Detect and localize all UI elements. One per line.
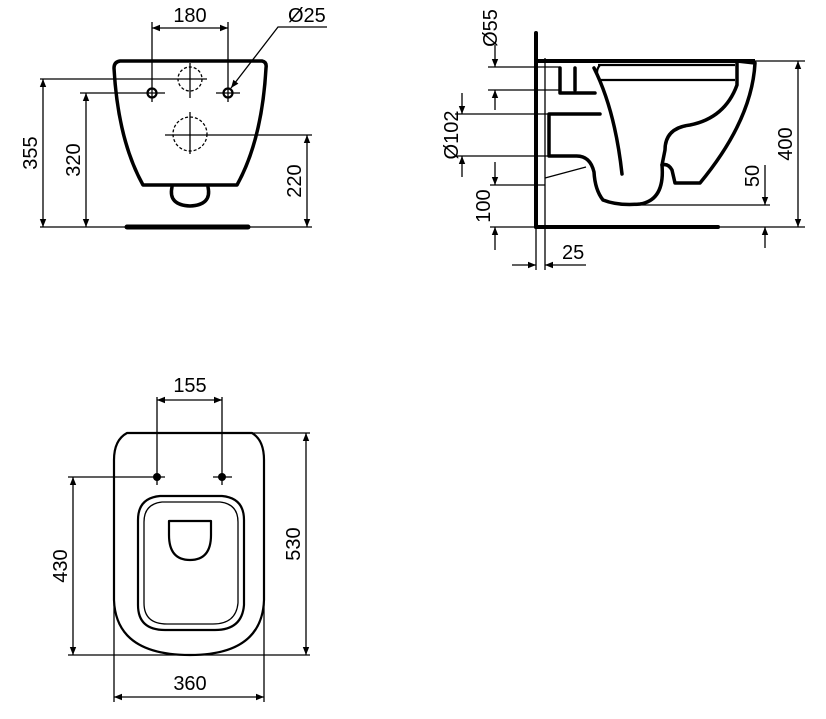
dim-height-top-label: 355 [20, 136, 42, 169]
dim-fixing-spacing-label: 155 [173, 375, 206, 397]
dim-total-length-label: 530 [283, 527, 305, 560]
dim-total-height-label: 400 [775, 127, 797, 160]
top-bowl-outlet [167, 519, 213, 562]
dim-wall-offset-label: 25 [562, 242, 584, 264]
side-seat [595, 63, 735, 82]
top-seat-outline [112, 431, 266, 657]
side-bowl-inner [592, 66, 624, 176]
dim-height-fixing-label: 320 [63, 143, 85, 176]
side-inlet-connector [558, 66, 597, 95]
dim-inlet-diameter-label: Ø55 [480, 9, 502, 47]
dim-outlet-diameter-label: Ø102 [441, 111, 463, 160]
dim-hole-diameter-label: Ø25 [288, 5, 326, 27]
front-trap-outline [169, 185, 211, 208]
front-view: 180 Ø25 355 320 220 [20, 5, 327, 230]
dim-hole-spacing-label: 180 [173, 5, 206, 27]
dim-height-outlet-label: 220 [284, 164, 306, 197]
dim-fixing-to-front-label: 430 [50, 549, 72, 582]
top-seat-opening [136, 494, 246, 632]
side-view: Ø55 Ø102 100 25 50 400 [441, 9, 805, 270]
dim-bowl-clearance-label: 50 [742, 165, 764, 187]
side-trap [547, 112, 665, 207]
front-bowl-outline [112, 59, 268, 187]
dim-outlet-height-label: 100 [473, 189, 495, 222]
dim-total-width-label: 360 [173, 673, 206, 695]
top-view: 155 430 530 360 [50, 375, 310, 702]
